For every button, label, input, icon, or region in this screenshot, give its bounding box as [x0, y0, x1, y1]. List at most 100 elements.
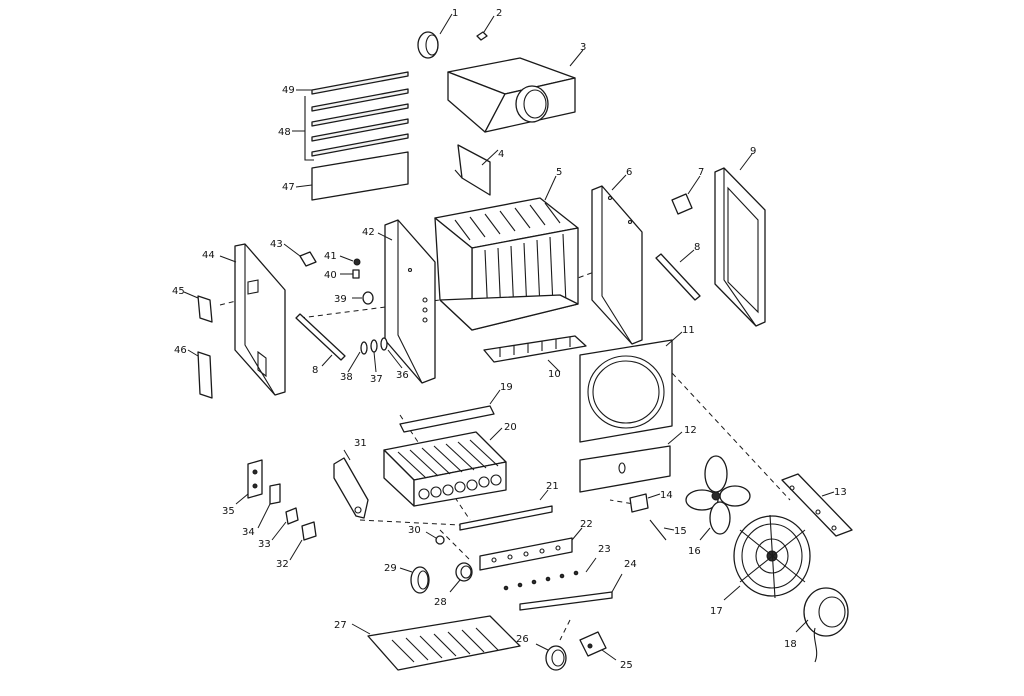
part-41-nut: [339, 255, 361, 266]
part-6-divider-panel: [591, 174, 643, 345]
part-23-orifices: [503, 557, 597, 591]
callout-43: 43: [270, 239, 283, 250]
part-1-ring: [417, 13, 453, 59]
callout-24: 24: [624, 559, 637, 570]
part-20-burner-assembly: [383, 427, 507, 507]
part-3-flue-box: [447, 49, 584, 133]
part-40-screw: [340, 269, 360, 279]
part-42-side-panel: [377, 219, 436, 384]
callout-5: 5: [556, 167, 562, 178]
callout-17: 17: [710, 606, 723, 617]
callout-49: 49: [282, 85, 295, 96]
part-26-ring: [535, 643, 567, 671]
part-46-label: [187, 349, 213, 399]
part-18-motor: [795, 587, 849, 663]
part-15-screw: [649, 519, 675, 541]
callout-47: 47: [282, 182, 295, 193]
callout-12: 12: [684, 425, 697, 436]
part-33-relay: [271, 507, 299, 541]
callout-36: 36: [396, 370, 409, 381]
callout-38: 38: [340, 372, 353, 383]
callout-39: 39: [334, 294, 347, 305]
part-37-grommet: [370, 339, 378, 373]
part-19-rail: [399, 389, 501, 433]
callout-34: 34: [242, 527, 255, 538]
callout-10: 10: [548, 369, 561, 380]
part-35-switch: [235, 459, 263, 505]
callout-28: 28: [434, 597, 447, 608]
callout-42: 42: [362, 227, 375, 238]
callout-37: 37: [370, 374, 383, 385]
part-24-support-bar: [519, 573, 623, 611]
part-30-fitting: [425, 531, 445, 545]
callout-16: 16: [688, 546, 701, 557]
callout-22: 22: [580, 519, 593, 530]
callout-32: 32: [276, 559, 289, 570]
callout-9: 9: [750, 146, 756, 157]
callout-7: 7: [698, 167, 704, 178]
part-45-label: [183, 291, 213, 323]
callout-15: 15: [674, 526, 687, 537]
callout-46: 46: [174, 345, 187, 356]
part-39-bushing: [352, 291, 374, 305]
part-8-rod-right: [655, 249, 701, 301]
part-47-panel: [295, 151, 409, 201]
callout-14: 14: [660, 490, 673, 501]
callout-48: 48: [278, 127, 291, 138]
part-29-ring: [399, 566, 430, 594]
callout-8-left: 8: [312, 365, 318, 376]
part-10-burner-rail: [483, 335, 587, 373]
part-8-rod-left: [295, 313, 346, 367]
part-27-grille: [351, 615, 521, 671]
part-12-bracket-panel: [579, 431, 683, 493]
part-2-clip: [476, 15, 495, 41]
callout-35: 35: [222, 506, 235, 517]
part-28-ring: [449, 562, 473, 593]
part-7-clip: [671, 175, 701, 215]
callout-30: 30: [408, 525, 421, 536]
part-44-access-panel: [219, 243, 286, 396]
part-9-frame: [714, 153, 766, 327]
part-5-heat-exchanger: [434, 175, 579, 331]
part-16-fan-blade: [685, 455, 751, 541]
callout-45: 45: [172, 286, 185, 297]
callout-3: 3: [580, 42, 586, 53]
callout-23: 23: [598, 544, 611, 555]
callout-25: 25: [620, 660, 633, 671]
part-43-clip: [283, 243, 317, 267]
callout-18: 18: [784, 639, 797, 650]
callout-26: 26: [516, 634, 529, 645]
part-31-side-plate: [333, 449, 369, 519]
callout-8-right: 8: [694, 242, 700, 253]
part-22-manifold-pipe: [479, 527, 583, 571]
callout-27: 27: [334, 620, 347, 631]
part-21-orifice-rail: [459, 489, 553, 531]
callout-41: 41: [324, 251, 337, 262]
part-11-fan-plate: [579, 331, 683, 443]
part-38-grommet: [347, 341, 368, 373]
part-14-clamp: [629, 493, 661, 513]
callout-2: 2: [496, 8, 502, 19]
callout-6: 6: [626, 167, 632, 178]
callout-13: 13: [834, 487, 847, 498]
callout-labels: 1 2 3 4 5 6 7 8 8 9 10 11 12 13 14 15 16…: [172, 8, 847, 671]
callout-29: 29: [384, 563, 397, 574]
part-17-motor-guard: [723, 514, 811, 601]
callout-44: 44: [202, 250, 215, 261]
callout-1: 1: [452, 8, 458, 19]
callout-31: 31: [354, 438, 367, 449]
callout-4: 4: [498, 149, 504, 160]
callout-19: 19: [500, 382, 513, 393]
part-25-gas-valve: [579, 631, 617, 661]
part-32-relay: [289, 521, 317, 561]
part-4-bracket: [454, 144, 499, 196]
part-13-motor-bracket: [781, 473, 853, 537]
callout-40: 40: [324, 270, 337, 281]
part-48-49-strips: [292, 71, 409, 161]
callout-21: 21: [546, 481, 559, 492]
callout-11: 11: [682, 325, 695, 336]
part-34-bracket: [257, 483, 281, 529]
callout-33: 33: [258, 539, 271, 550]
